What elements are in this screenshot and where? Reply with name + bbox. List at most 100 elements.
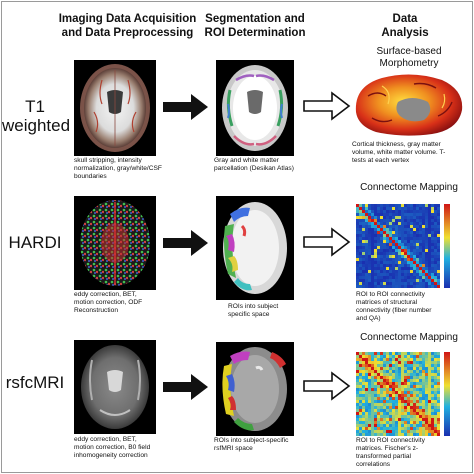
matrix-cell (389, 219, 393, 223)
matrix-cell (389, 246, 393, 250)
matrix-cell (407, 409, 411, 413)
matrix-cell (389, 370, 393, 374)
matrix-cell (410, 379, 414, 383)
matrix-cell (371, 406, 375, 410)
matrix-cell (389, 397, 393, 401)
matrix-cell (416, 400, 420, 404)
matrix-cell (392, 273, 396, 277)
matrix-cell (404, 424, 408, 428)
matrix-cell (410, 391, 414, 395)
matrix-cell (428, 246, 432, 250)
matrix-cell (410, 210, 414, 214)
matrix-cell (401, 204, 405, 208)
matrix-cell (401, 234, 405, 238)
matrix-cell (389, 243, 393, 247)
matrix-cell (419, 385, 423, 389)
matrix-cell (362, 273, 366, 277)
matrix-cell (356, 240, 360, 244)
matrix-cell (413, 222, 417, 226)
matrix-cell (410, 255, 414, 259)
matrix-cell (437, 361, 440, 365)
matrix-cell (401, 394, 405, 398)
matrix-cell (407, 246, 411, 250)
matrix-cell (422, 376, 426, 380)
matrix-cell (422, 364, 426, 368)
matrix-cell (371, 252, 375, 256)
matrix-cell (398, 210, 402, 214)
matrix-cell (374, 213, 378, 217)
matrix-cell (377, 264, 381, 268)
matrix-cell (383, 249, 387, 253)
matrix-cell (362, 367, 366, 371)
matrix-cell (407, 394, 411, 398)
matrix-cell (401, 213, 405, 217)
matrix-cell (395, 430, 399, 434)
matrix-cell (380, 409, 384, 413)
matrix-cell (428, 406, 432, 410)
matrix-cell (431, 246, 435, 250)
matrix-cell (365, 240, 369, 244)
matrix-cell (371, 433, 375, 436)
matrix-cell (377, 430, 381, 434)
matrix-cell (368, 430, 372, 434)
matrix-cell (368, 379, 372, 383)
matrix-cell (422, 385, 426, 389)
matrix-cell (428, 222, 432, 226)
matrix-cell (380, 352, 384, 356)
matrix-cell (389, 210, 393, 214)
matrix-cell (377, 276, 381, 280)
matrix-cell (437, 255, 440, 259)
matrix-cell (410, 216, 414, 220)
matrix-cell (380, 225, 384, 229)
matrix-cell (416, 249, 420, 253)
matrix-cell (398, 421, 402, 425)
matrix-cell (395, 370, 399, 374)
matrix-cell (428, 379, 432, 383)
matrix-cell (392, 424, 396, 428)
matrix-cell (404, 216, 408, 220)
matrix-cell (371, 234, 375, 238)
matrix-cell (434, 373, 438, 377)
matrix-cell (359, 207, 363, 211)
matrix-cell (404, 367, 408, 371)
matrix-cell (374, 285, 378, 288)
matrix-cell (368, 204, 372, 208)
matrix-cell (371, 204, 375, 208)
matrix-cell (404, 418, 408, 422)
matrix-cell (404, 433, 408, 436)
matrix-cell (407, 397, 411, 401)
matrix-cell (374, 210, 378, 214)
matrix-cell (392, 355, 396, 359)
matrix-cell (434, 243, 438, 247)
matrix-cell (428, 394, 432, 398)
matrix-cell (395, 273, 399, 277)
matrix-cell (410, 376, 414, 380)
matrix-cell (365, 249, 369, 253)
rsfcmri-segmentation-caption: ROIs into subject-specific rsfMRI space (214, 437, 328, 453)
matrix-cell (407, 403, 411, 407)
matrix-cell (371, 397, 375, 401)
matrix-cell (425, 424, 429, 428)
matrix-cell (401, 264, 405, 268)
matrix-cell (431, 373, 435, 377)
matrix-cell (437, 276, 440, 280)
matrix-cell (428, 204, 432, 208)
matrix-cell (416, 231, 420, 235)
matrix-cell (425, 394, 429, 398)
matrix-cell (356, 388, 360, 392)
matrix-cell (416, 388, 420, 392)
matrix-cell (431, 409, 435, 413)
matrix-cell (383, 418, 387, 422)
matrix-cell (368, 361, 372, 365)
matrix-cell (374, 364, 378, 368)
matrix-cell (359, 279, 363, 283)
matrix-cell (413, 421, 417, 425)
matrix-cell (413, 225, 417, 229)
matrix-cell (428, 397, 432, 401)
matrix-cell (419, 361, 423, 365)
matrix-cell (380, 361, 384, 365)
matrix-cell (356, 204, 360, 208)
matrix-cell (428, 285, 432, 288)
matrix-cell (431, 397, 435, 401)
matrix-cell (365, 397, 369, 401)
